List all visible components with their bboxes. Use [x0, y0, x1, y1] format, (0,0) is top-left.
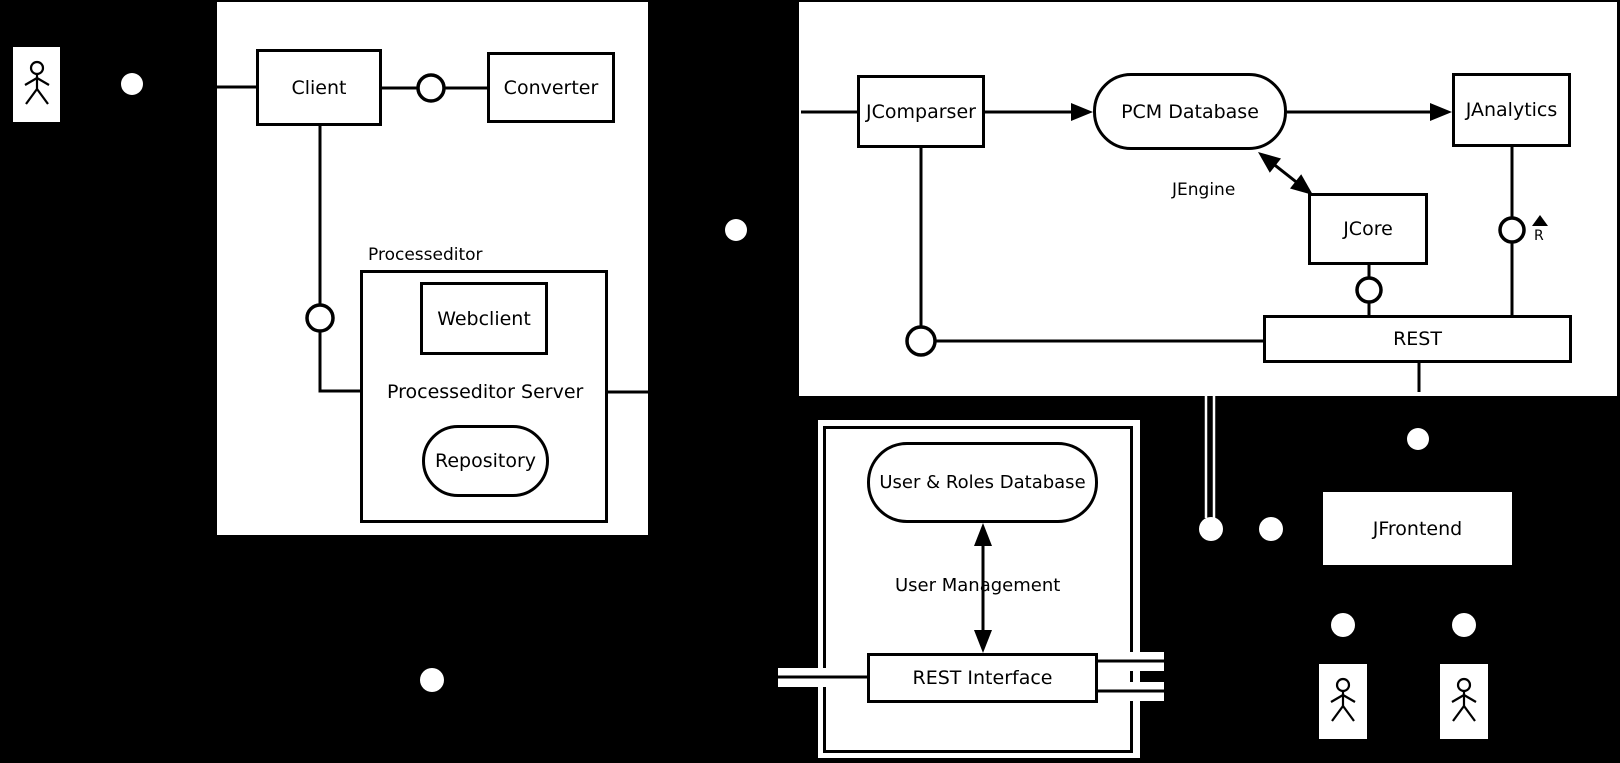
node-jcore: JCore — [1308, 193, 1428, 265]
node-user-roles-database: User & Roles Database — [867, 442, 1098, 523]
jcomparser-label: JComparser — [866, 100, 976, 123]
node-client: Client — [256, 49, 382, 126]
node-jfrontend: JFrontend — [1323, 492, 1512, 565]
actor-icon — [23, 60, 50, 105]
node-rest-interface: REST Interface — [867, 653, 1098, 703]
arrowhead-jengine-up — [1258, 152, 1281, 173]
jengine-label-text: JEngine — [1172, 180, 1236, 200]
connector-dot — [725, 219, 747, 241]
processeditor-label-text: Processeditor — [368, 245, 483, 265]
connector-dot — [1407, 428, 1429, 450]
processeditor-server-text: Processeditor Server — [387, 381, 584, 403]
connector-lines — [217, 85, 1514, 646]
pcm-database-label: PCM Database — [1121, 100, 1259, 123]
processeditor-server-label: Processeditor Server — [387, 381, 583, 403]
arrowheads — [974, 103, 1548, 653]
arrowhead-usermgmt-down — [974, 630, 992, 653]
r-marker-label: R — [1534, 228, 1544, 244]
rest-interface-label: REST Interface — [912, 667, 1053, 689]
connector-dot — [420, 668, 444, 692]
connector-dot — [1452, 613, 1476, 637]
jengine-edge-label: JEngine — [1172, 180, 1235, 200]
thick-connector-rest-to-restinterface — [1204, 390, 1216, 518]
node-rest: REST — [1263, 315, 1572, 363]
arrowhead-jengine-down — [1290, 174, 1313, 195]
actor-user-main — [13, 47, 60, 122]
connector-dots — [121, 73, 1476, 692]
arrowhead-pcm — [1071, 103, 1093, 121]
cased-connector-stubs — [778, 652, 1164, 701]
r-marker-text: R — [1534, 228, 1544, 244]
node-webclient: Webclient — [420, 282, 548, 355]
node-jcomparser: JComparser — [857, 75, 985, 148]
jcore-label: JCore — [1343, 218, 1393, 240]
lollipop-client-processeditor — [305, 303, 335, 333]
lollipop-client-converter — [416, 73, 446, 103]
connector-dot — [1199, 517, 1223, 541]
lollipop-janalytics-rest — [1498, 216, 1526, 244]
actor-icon — [1451, 677, 1477, 722]
repository-label: Repository — [434, 450, 537, 472]
node-janalytics: JAnalytics — [1452, 73, 1571, 147]
node-pcm-database: PCM Database — [1093, 73, 1287, 150]
connector-dot — [1259, 517, 1283, 541]
jfrontend-label: JFrontend — [1372, 517, 1463, 540]
actor-user-frontend-1 — [1319, 664, 1367, 739]
user-management-text: User Management — [895, 575, 1061, 596]
user-management-edge-label: User Management — [895, 575, 1060, 596]
user-roles-database-label: User & Roles Database — [879, 472, 1086, 493]
actor-icon — [1330, 677, 1356, 722]
connector-dot — [121, 73, 143, 95]
node-repository: Repository — [422, 425, 549, 497]
converter-label: Converter — [503, 76, 599, 99]
arrowhead-janalytics — [1430, 103, 1452, 121]
rest-label: REST — [1393, 328, 1442, 350]
actor-user-frontend-2 — [1440, 664, 1488, 739]
webclient-label: Webclient — [437, 307, 531, 330]
lollipop-jcore-rest — [1355, 276, 1383, 304]
edge-client-processeditor — [318, 331, 360, 393]
panel-user-management-border — [823, 426, 1133, 753]
lollipop-jcomparser-rest — [905, 325, 937, 357]
janalytics-label: JAnalytics — [1465, 99, 1558, 121]
processeditor-frame-label: Processeditor — [368, 245, 483, 265]
client-label: Client — [291, 76, 347, 99]
interface-lollipops — [305, 73, 1526, 357]
node-converter: Converter — [487, 52, 615, 123]
arrowhead-usermgmt-up — [974, 523, 992, 546]
required-direction-triangle — [1532, 215, 1548, 226]
connector-dot — [1331, 613, 1355, 637]
